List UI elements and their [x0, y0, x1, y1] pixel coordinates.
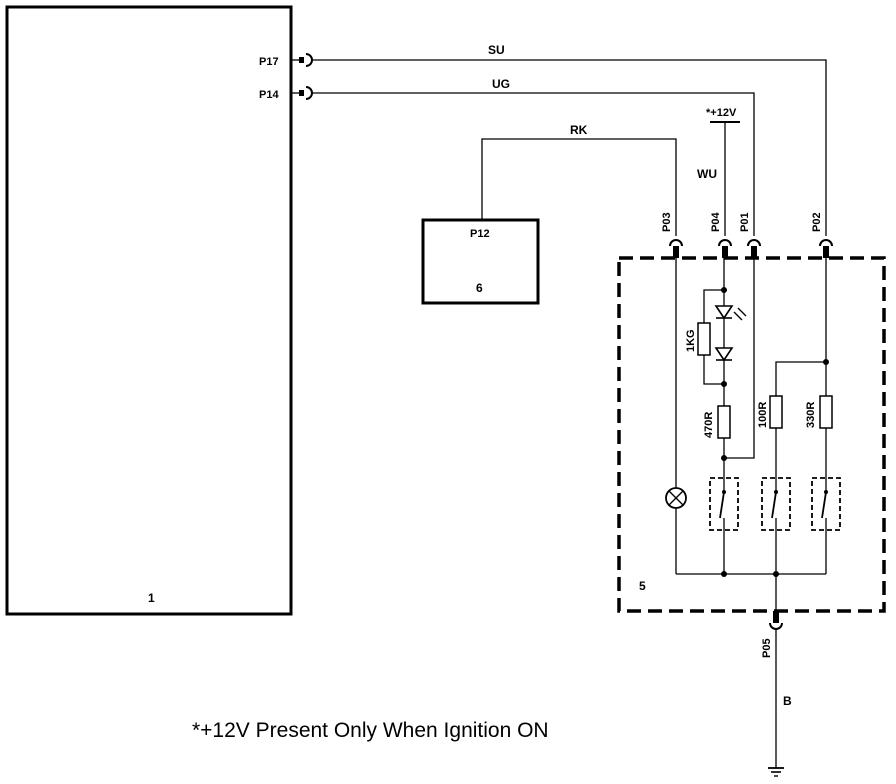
resistor-470r-label: 470R — [703, 412, 715, 438]
wire-rk: RK — [481, 123, 677, 236]
resistor-100r: 100R — [757, 395, 783, 429]
resistor-470r: 470R — [703, 405, 731, 439]
wire-rk-label: RK — [570, 123, 588, 137]
pin-p17-label: P17 — [259, 56, 279, 68]
lamp-branch — [665, 258, 687, 574]
p02-branch: 100R 330R — [757, 258, 833, 478]
component-1-ecu: 1 — [5, 5, 293, 616]
resistor-1kg-label: 1KG — [685, 329, 697, 352]
switch-2 — [761, 477, 791, 574]
switch-3 — [811, 477, 841, 574]
wire-b-label: B — [783, 694, 792, 708]
footnote: *+12V Present Only When Ignition ON — [192, 719, 549, 742]
component-6: P12 6 — [421, 218, 540, 305]
component-1-number: 1 — [148, 591, 155, 605]
component-6-pin-label: P12 — [470, 228, 490, 240]
wire-su-label: SU — [488, 43, 505, 57]
resistor-330r-label: 330R — [805, 402, 817, 428]
component-5-number: 5 — [639, 579, 646, 593]
ground-bus — [676, 571, 826, 611]
switch-1 — [709, 477, 739, 574]
led-icon — [714, 305, 747, 321]
connector-p01: P01 — [739, 212, 761, 258]
connector-p05: P05 — [761, 611, 783, 658]
connector-p17: P17 — [259, 53, 313, 68]
pin-p03-label: P03 — [661, 212, 673, 232]
lamp-icon — [665, 487, 687, 509]
wire-b: B — [775, 629, 792, 768]
pin-p02-label: P02 — [811, 212, 823, 232]
wire-ug-label: UG — [492, 77, 510, 91]
resistor-100r-label: 100R — [757, 402, 769, 428]
connector-p02: P02 — [811, 212, 833, 258]
ground-icon — [768, 767, 784, 777]
p04-branch: 1KG 470R — [685, 258, 755, 478]
component-5-module: 5 — [617, 256, 886, 613]
wire-ug: UG — [312, 77, 755, 236]
wire-wu-label: WU — [697, 167, 717, 181]
pin-p05-label: P05 — [761, 638, 773, 658]
pin-p14-label: P14 — [259, 89, 279, 101]
wire-su: SU — [312, 43, 827, 236]
resistor-1kg: 1KG — [685, 322, 711, 356]
supply-12v-label: *+12V — [706, 107, 737, 119]
connector-p04: P04 — [710, 212, 732, 258]
resistor-330r: 330R — [805, 395, 833, 429]
component-6-number: 6 — [476, 281, 483, 295]
supply-12v: *+12V WU — [697, 107, 740, 236]
pin-p01-label: P01 — [739, 212, 751, 232]
diode-icon — [714, 347, 734, 362]
pin-p04-label: P04 — [710, 212, 722, 232]
connector-p03: P03 — [661, 212, 683, 258]
connector-p14: P14 — [259, 86, 313, 101]
